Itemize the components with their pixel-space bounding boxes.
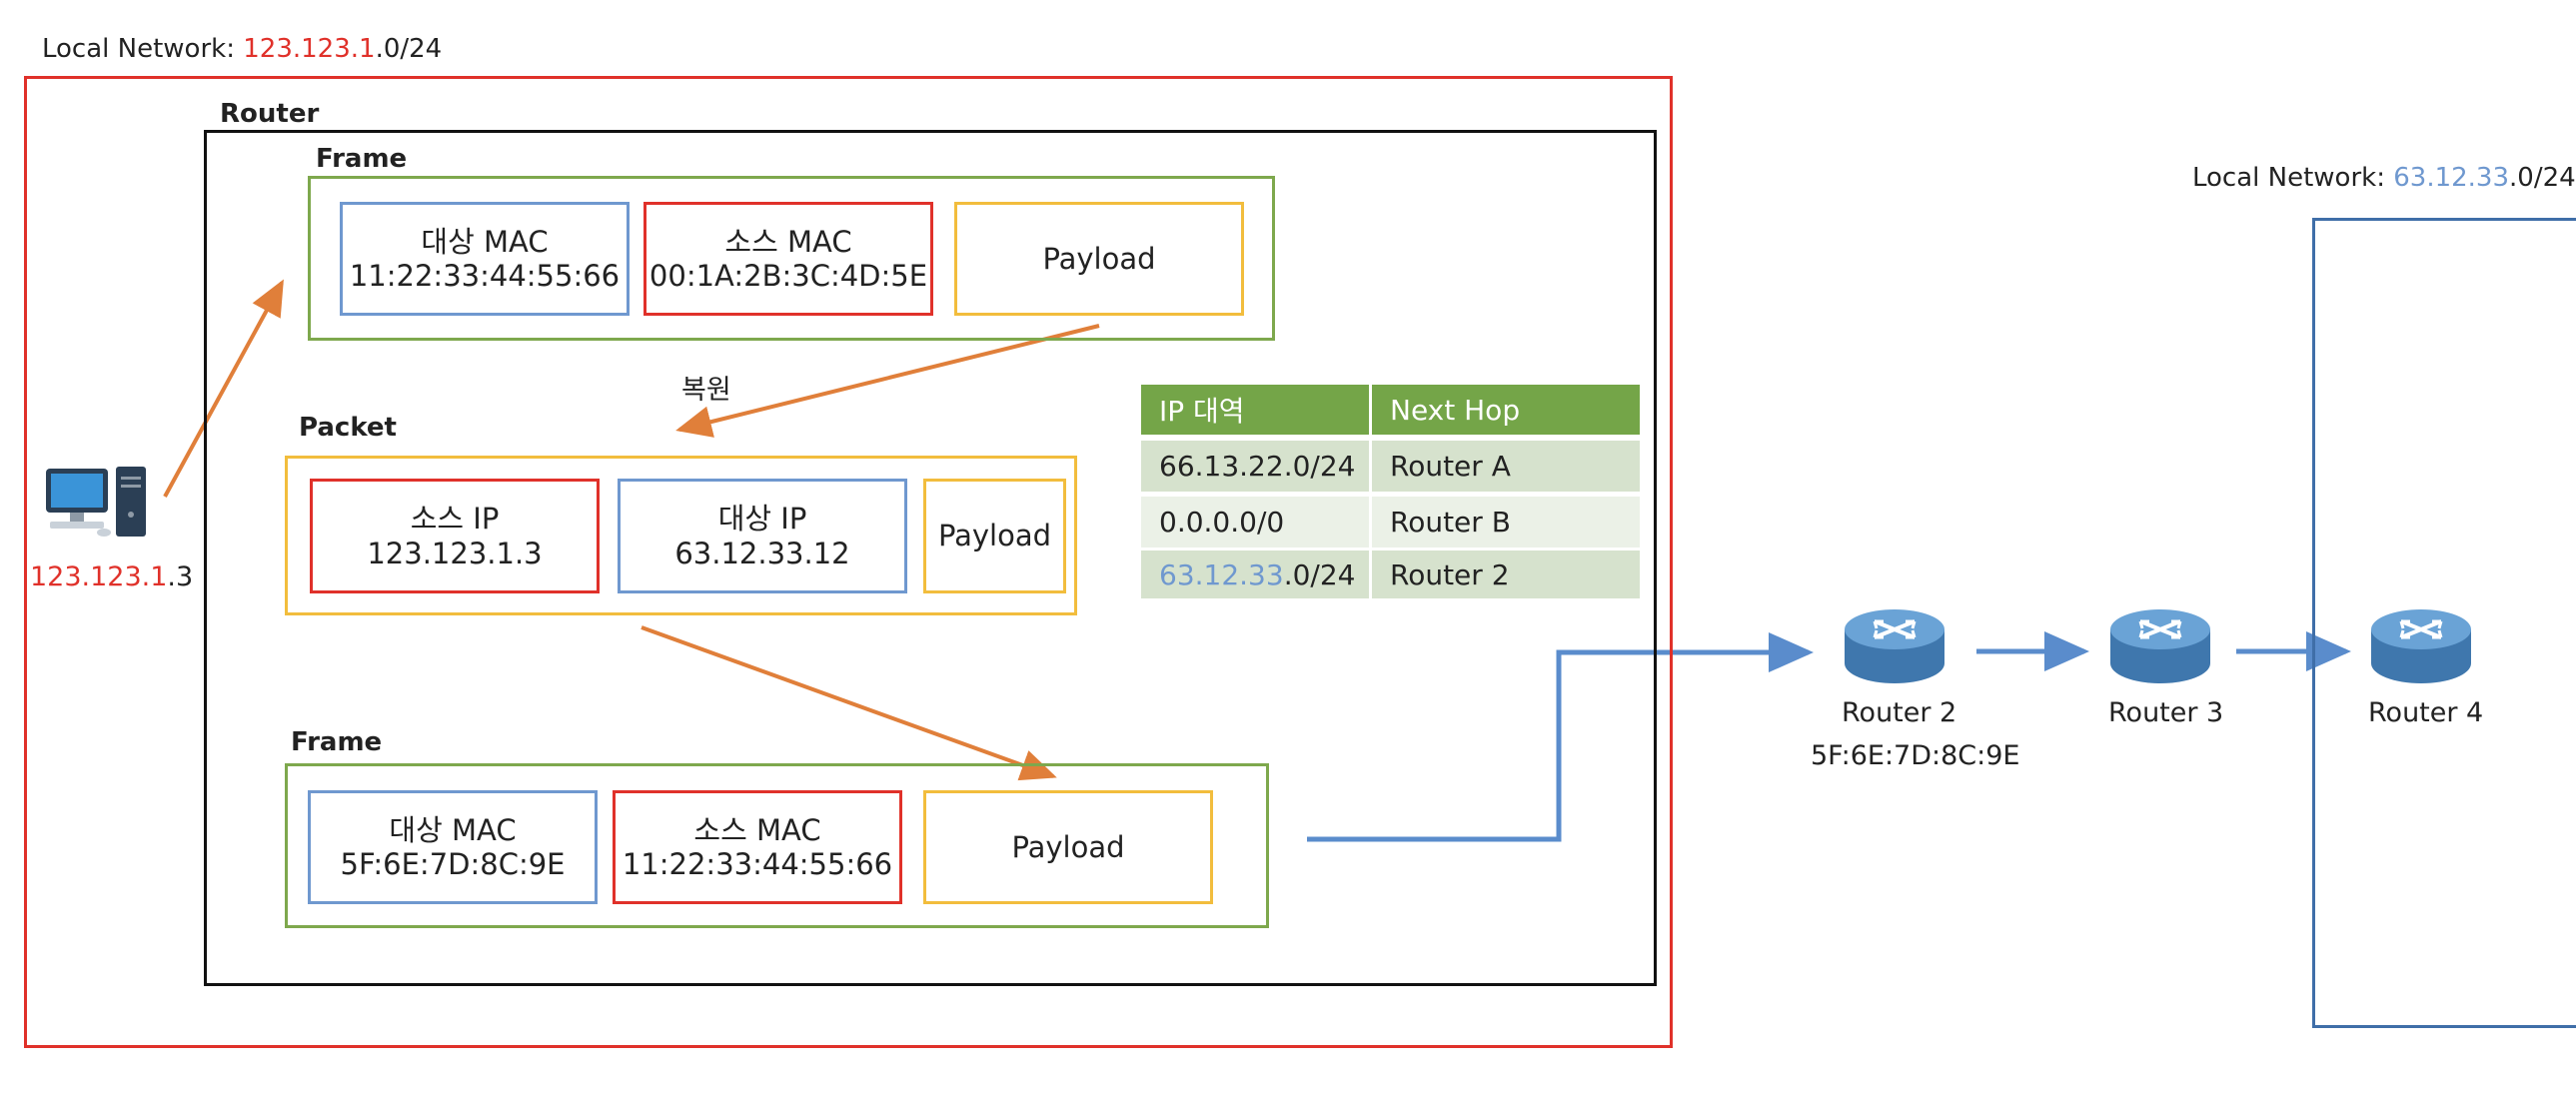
arrow-computer-to-frame xyxy=(163,279,284,498)
link-frame-to-router2 xyxy=(1307,632,1814,842)
frame-in-title: Frame xyxy=(316,144,408,174)
router2-name: Router 2 xyxy=(1842,697,1957,728)
frame-out-payload: Payload xyxy=(923,790,1213,904)
router-box xyxy=(204,130,1657,986)
table-cell-ip: 66.13.22.0/24 xyxy=(1141,441,1369,492)
restore-label: 복원 xyxy=(681,375,731,406)
packet-payload: Payload xyxy=(923,479,1066,593)
router4-name: Router 4 xyxy=(2368,697,2484,728)
frame-out-title: Frame xyxy=(291,727,383,757)
right-network-boundary xyxy=(2312,218,2576,1028)
table-cell-hop: Router 2 xyxy=(1372,550,1640,598)
left-network-boundary xyxy=(24,76,1673,1048)
table-header-ip: IP 대역 xyxy=(1141,385,1369,435)
packet-title: Packet xyxy=(299,413,397,443)
packet-box xyxy=(285,456,1077,615)
frame-in-dest-mac: 대상 MAC 11:22:33:44:55:66 xyxy=(340,202,630,316)
left-network-label: Local Network: 123.123.1.0/24 xyxy=(42,34,443,64)
frame-in-payload: Payload xyxy=(954,202,1244,316)
router2-mac: 5F:6E:7D:8C:9E xyxy=(1811,740,2020,771)
frame-out-dest-mac: 대상 MAC 5F:6E:7D:8C:9E xyxy=(308,790,598,904)
frame-in-src-mac: 소스 MAC 00:1A:2B:3C:4D:5E xyxy=(644,202,933,316)
router-icon xyxy=(2368,607,2474,687)
table-cell-hop: Router A xyxy=(1372,441,1640,492)
router-icon xyxy=(1842,607,1947,687)
table-header-hop: Next Hop xyxy=(1372,385,1640,435)
packet-src-ip: 소스 IP 123.123.1.3 xyxy=(310,479,600,593)
router-icon xyxy=(2107,607,2213,687)
desktop-computer-icon xyxy=(44,465,152,541)
router3-name: Router 3 xyxy=(2108,697,2224,728)
table-cell-ip: 0.0.0.0/0 xyxy=(1141,497,1369,548)
arrow-packet-to-frame xyxy=(641,625,1057,781)
packet-dest-ip: 대상 IP 63.12.33.12 xyxy=(618,479,907,593)
table-cell-hop: Router B xyxy=(1372,497,1640,548)
frame-out-box xyxy=(285,763,1269,928)
table-cell-ip: 63.12.33.0/24 xyxy=(1141,550,1369,598)
right-network-label: Local Network: 63.12.33.0/24 xyxy=(2192,163,2576,193)
frame-out-src-mac: 소스 MAC 11:22:33:44:55:66 xyxy=(613,790,902,904)
router-title: Router xyxy=(220,99,320,129)
frame-in-box xyxy=(308,176,1275,341)
arrow-payload-to-packet xyxy=(675,324,1100,438)
computer-ip: 123.123.1.3 xyxy=(30,561,194,592)
